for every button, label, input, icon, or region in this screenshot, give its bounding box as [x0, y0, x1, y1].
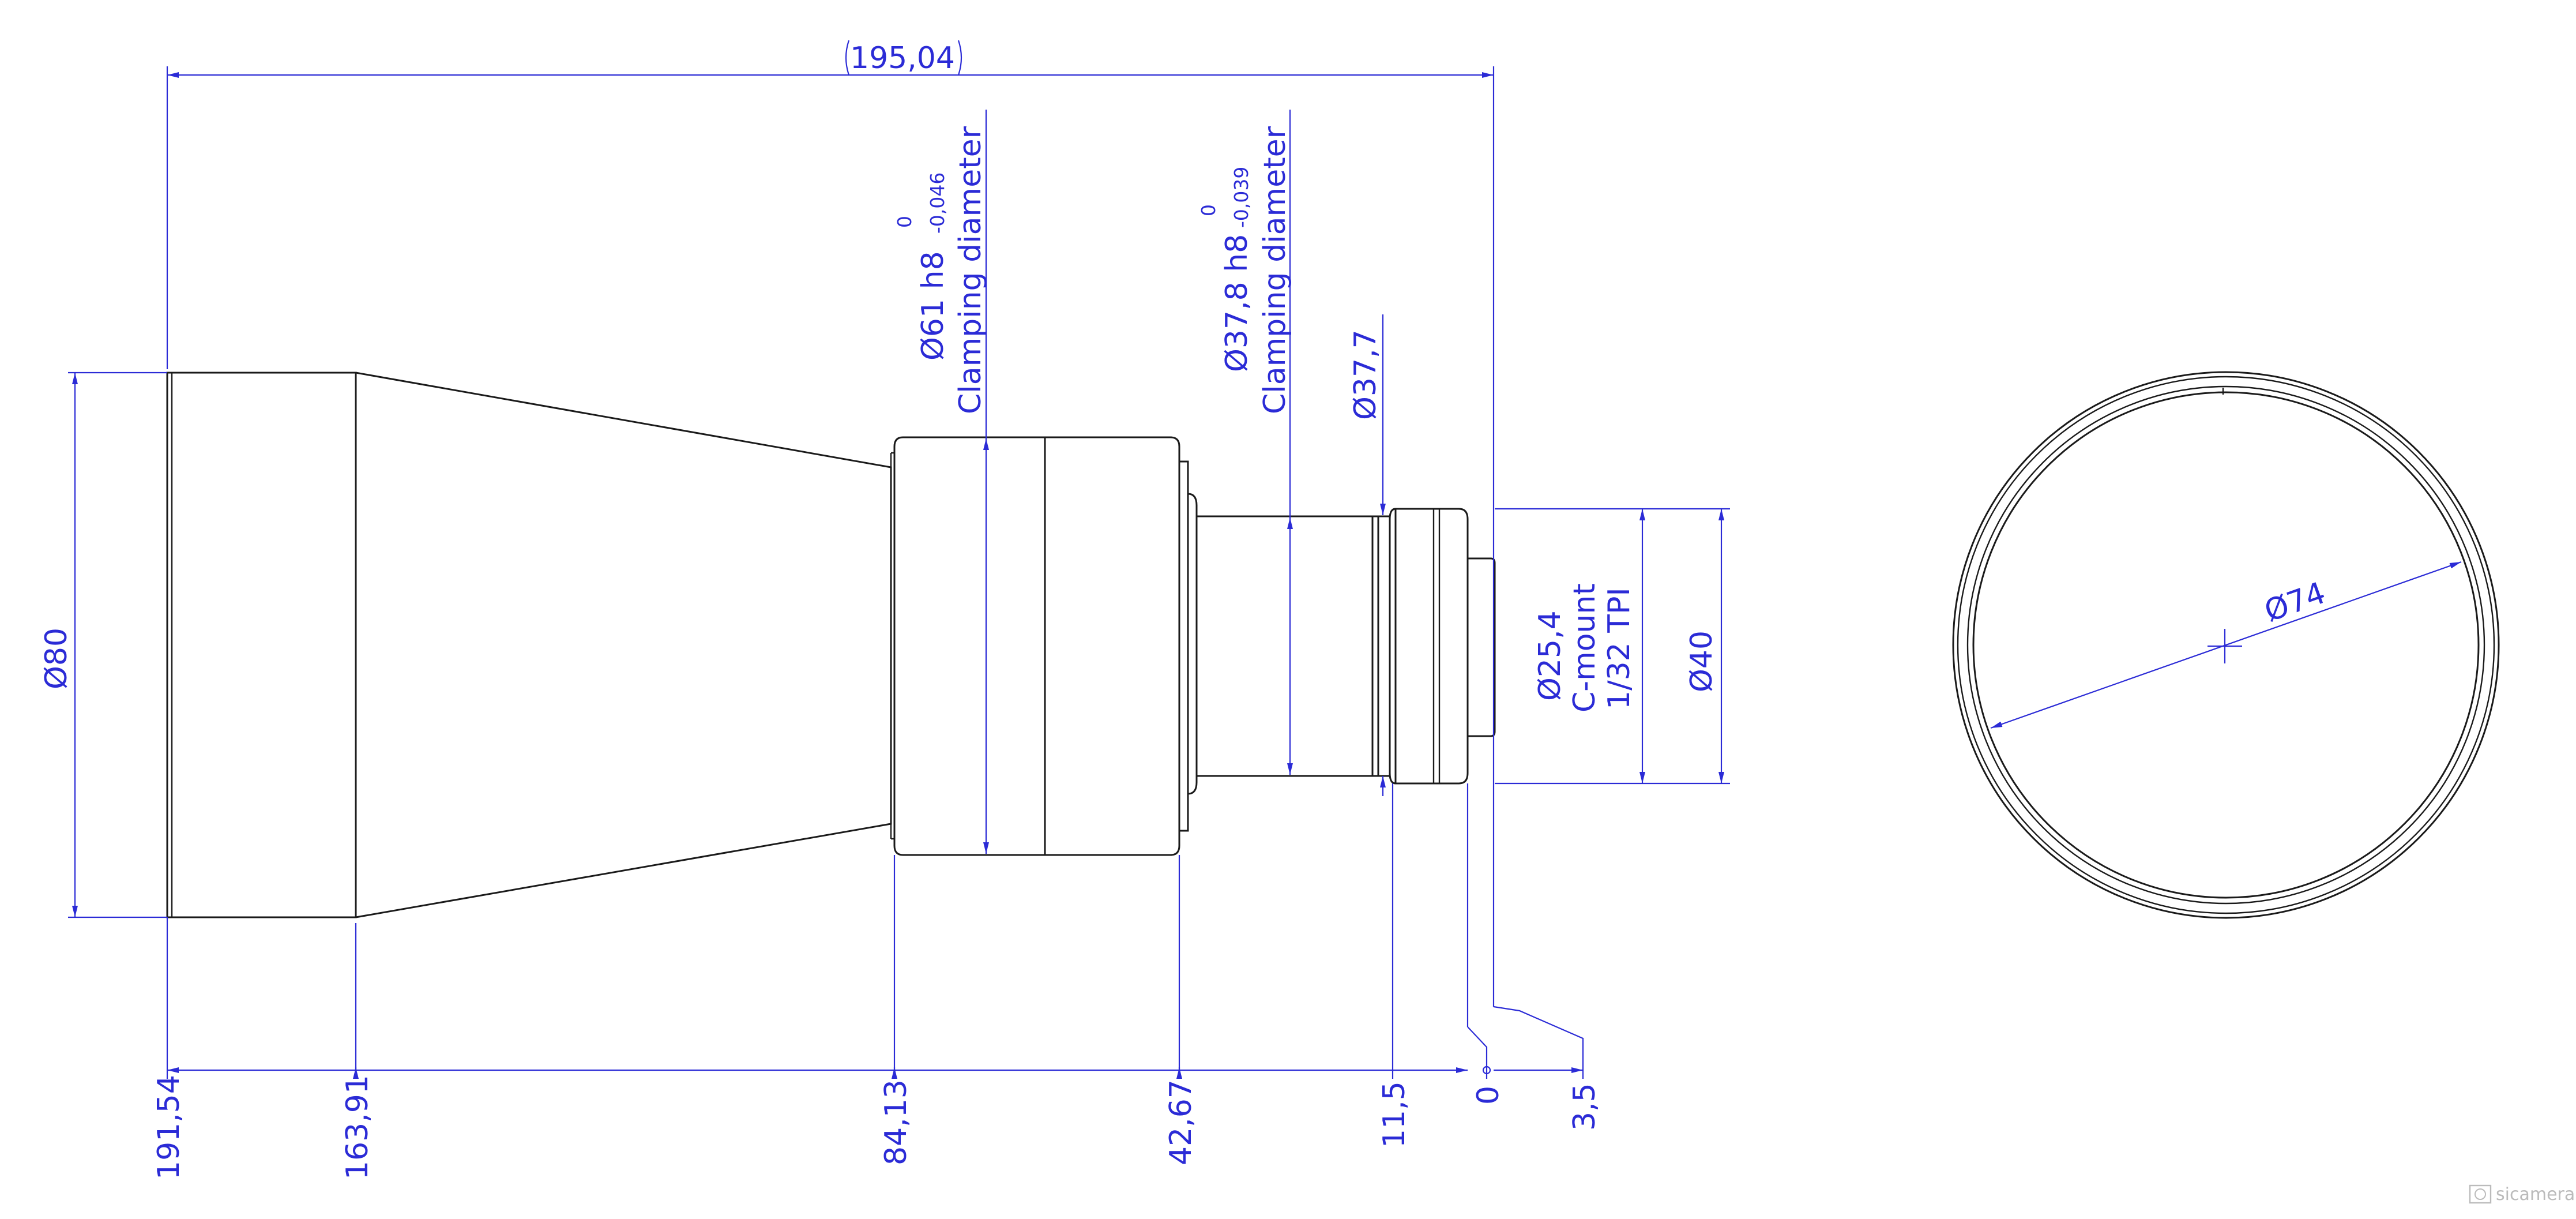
- dim-clamp-61-tol-lower: -0,046: [926, 172, 949, 234]
- mount-flange: [1389, 508, 1469, 785]
- dim-diameter-37-7: Ø37,7: [1348, 329, 1383, 420]
- pos-11-5: 11,5: [1377, 1081, 1412, 1148]
- tapered-barrel: [355, 372, 892, 918]
- dim-clamp-37-8-tol-lower: -0,039: [1230, 167, 1253, 228]
- dimension-lines: 195,04 Ø80 Ø61 h8 0 -0,046 Clamping diam…: [39, 40, 1730, 1180]
- pos-0: 0: [1471, 1086, 1506, 1105]
- dim-clamp-37-8-note: Clamping diameter: [1258, 126, 1292, 414]
- dim-diameter-80: Ø80: [39, 628, 74, 689]
- watermark-text: sicamera: [2496, 1184, 2575, 1205]
- dim-overall-length: 195,04: [850, 41, 955, 76]
- lens-side-view: [166, 372, 1496, 918]
- c-mount-thread: [1468, 557, 1496, 737]
- dim-diameter-40: Ø40: [1684, 631, 1719, 692]
- dim-clamp-37-8-tol-upper: 0: [1197, 204, 1220, 216]
- pos-3-5: 3,5: [1567, 1083, 1602, 1131]
- clamping-body-61: [893, 436, 1180, 856]
- front-barrel: [166, 372, 357, 918]
- dim-clamp-61: Ø61 h8: [916, 251, 950, 361]
- dim-mount-diameter: Ø25,4: [1533, 610, 1567, 701]
- pos-191-54: 191,54: [152, 1075, 186, 1180]
- pos-163-91: 163,91: [340, 1075, 375, 1180]
- watermark: sicamera: [2469, 1184, 2575, 1205]
- dim-clamp-61-tol-upper: 0: [893, 216, 916, 228]
- dim-mount-type: C-mount: [1567, 583, 1602, 712]
- pos-84-13: 84,13: [879, 1079, 913, 1165]
- lens-end-view: Ø74: [1952, 371, 2500, 919]
- dim-mount-thread: 1/32 TPI: [1602, 587, 1637, 710]
- clamping-shaft-37-8: [1195, 515, 1379, 777]
- pos-42-67: 42,67: [1164, 1079, 1198, 1165]
- dim-clamp-37-8: Ø37,8 h8: [1220, 234, 1254, 372]
- dim-clamp-61-note: Clamping diameter: [953, 126, 988, 414]
